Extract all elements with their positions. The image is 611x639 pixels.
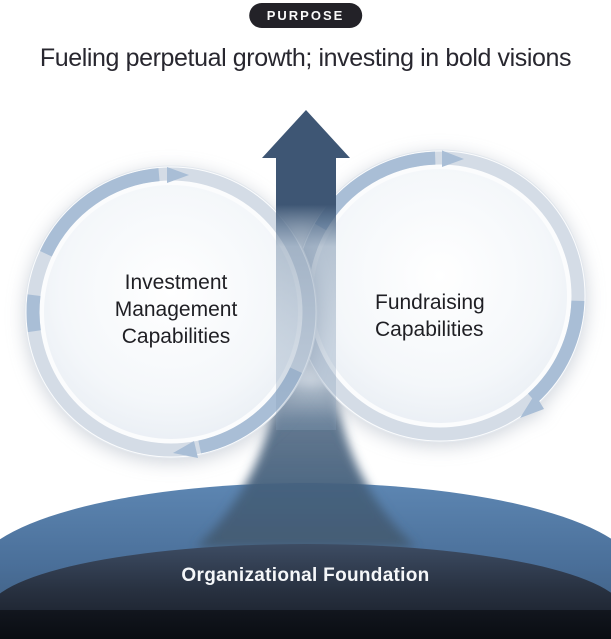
fundraising-circle: [293, 149, 587, 443]
investment-circle-label: Investment Management Capabilities: [114, 271, 238, 348]
fundraising-circle-label: Fundraising Capabilities: [375, 291, 485, 341]
foundation-label: Organizational Foundation: [181, 565, 430, 586]
foundation-platform-base: [0, 610, 611, 639]
headline-text: Fueling perpetual growth; investing in b…: [39, 44, 572, 72]
purpose-badge: PURPOSE: [248, 3, 363, 28]
